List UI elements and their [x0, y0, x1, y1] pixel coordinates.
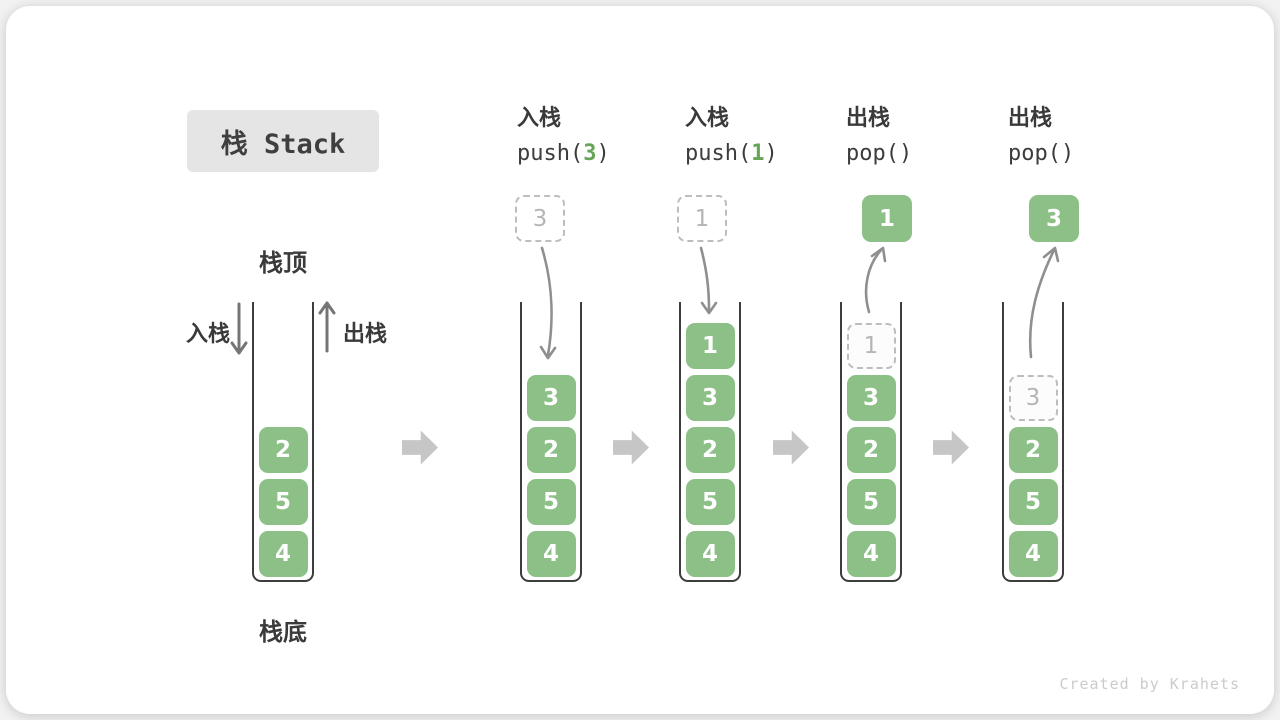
stack-container-1: 2 5 4: [252, 302, 314, 582]
stack-cell: 2: [685, 427, 735, 473]
stack-cell: 5: [526, 479, 576, 525]
stack-cell: 1: [685, 323, 735, 369]
next-step-arrow-icon: [402, 430, 438, 465]
step-header-push3: 入栈 push(3): [517, 106, 667, 166]
pop-direction-label: 出栈: [343, 322, 388, 347]
stack-cell: 5: [1008, 479, 1058, 525]
next-step-arrow-icon: [773, 430, 809, 465]
stack-container-4: 1 3 2 5 4: [840, 302, 902, 582]
title-badge: 栈 Stack: [187, 110, 379, 172]
stack-cell: 4: [846, 531, 896, 577]
stack-cell-ghost: 1: [846, 323, 896, 369]
popped-value-box: 1: [862, 195, 912, 242]
stack-container-2: 3 2 5 4: [520, 302, 582, 582]
op-code: pop(): [846, 141, 913, 166]
incoming-value-box: 3: [515, 195, 565, 242]
stack-cell: 4: [526, 531, 576, 577]
stack-cell: 4: [258, 531, 308, 577]
step-header-pop1: 出栈 pop(): [846, 106, 996, 166]
code-arg: 3: [583, 141, 597, 166]
op-code: pop(): [1008, 141, 1075, 166]
code-arg: 1: [751, 141, 765, 166]
stack-cell: 4: [685, 531, 735, 577]
popped-value-box: 3: [1029, 195, 1079, 242]
op-label: 出栈: [1008, 106, 1053, 131]
next-step-arrow-icon: [613, 430, 649, 465]
step-header-push1: 入栈 push(1): [685, 106, 835, 166]
op-code: push(3): [517, 141, 610, 166]
push-direction-label: 入栈: [186, 322, 231, 347]
stack-container-5: 3 2 5 4: [1002, 302, 1064, 582]
stack-cell: 5: [846, 479, 896, 525]
pop-up-arrow-icon: [318, 301, 336, 353]
push-down-arrow-icon: [230, 302, 248, 355]
stack-cell: 5: [258, 479, 308, 525]
stack-cell: 3: [846, 375, 896, 421]
stack-cell: 2: [1008, 427, 1058, 473]
watermark-credit: Created by Krahets: [1059, 675, 1240, 693]
op-label: 入栈: [685, 106, 730, 131]
title-text: 栈 Stack: [220, 128, 346, 160]
stack-cell: 5: [685, 479, 735, 525]
stack-cell: 2: [526, 427, 576, 473]
stack-cell-ghost: 3: [1008, 375, 1058, 421]
stack-bottom-label: 栈底: [259, 618, 307, 646]
diagram-card: 栈 Stack 栈顶 入栈 出栈 2 5 4 栈底 入栈 push(3) 3 3 2 5…: [6, 6, 1274, 714]
next-step-arrow-icon: [933, 430, 969, 465]
op-code: push(1): [685, 141, 778, 166]
stack-container-3: 1 3 2 5 4: [679, 302, 741, 582]
stack-top-label: 栈顶: [259, 249, 307, 277]
step-header-pop3: 出栈 pop(): [1008, 106, 1158, 166]
stack-cell: 3: [685, 375, 735, 421]
stack-cell: 2: [846, 427, 896, 473]
stack-cell: 4: [1008, 531, 1058, 577]
op-label: 出栈: [846, 106, 891, 131]
incoming-value-box: 1: [677, 195, 727, 242]
stack-cell: 3: [526, 375, 576, 421]
stack-cell: 2: [258, 427, 308, 473]
op-label: 入栈: [517, 106, 562, 131]
